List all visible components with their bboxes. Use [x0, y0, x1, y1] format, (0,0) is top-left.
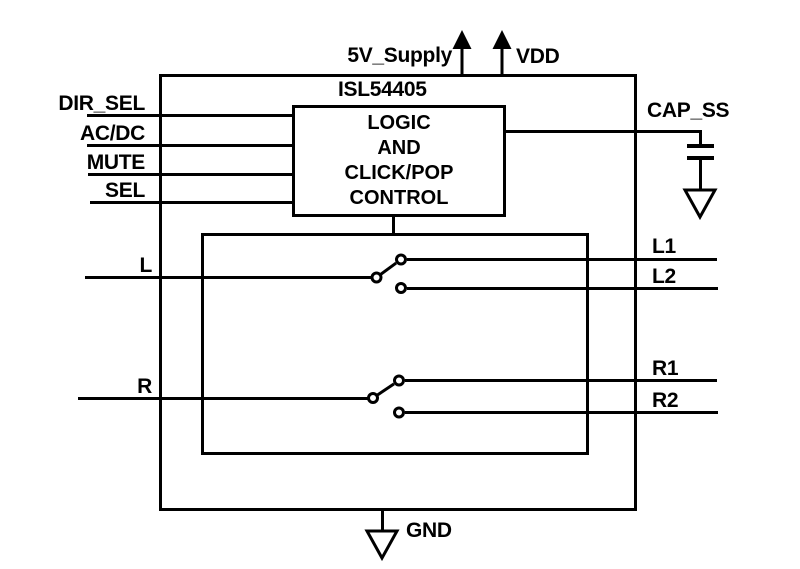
wire-mute — [88, 173, 292, 176]
capacitor-lead-top — [699, 131, 702, 146]
supply-label: 5V_Supply — [347, 44, 452, 67]
logic-block-line1: LOGIC — [367, 112, 431, 134]
logic-block-line3: CLICK/POP — [344, 162, 454, 184]
wire-logic-to-switchbox — [392, 215, 395, 233]
logic-block-box — [292, 105, 506, 217]
wire-r1 — [405, 379, 717, 382]
wire-sel — [90, 201, 292, 204]
vdd-label: VDD — [516, 45, 560, 68]
gnd-label: GND — [406, 519, 452, 542]
switch-matrix-box — [201, 233, 589, 455]
sel-label: SEL — [105, 179, 145, 202]
l2-label: L2 — [652, 265, 676, 288]
wire-cap-ss — [506, 130, 702, 133]
switch-l-icon — [370, 253, 407, 294]
r-input-label: R — [137, 375, 152, 398]
wire-l-input — [85, 276, 372, 279]
wire-dir-sel — [87, 114, 292, 117]
chip-title: ISL54405 — [338, 78, 427, 101]
supply-arrow-icon — [452, 30, 472, 76]
mute-label: MUTE — [86, 151, 146, 174]
ac-dc-label: AC/DC — [80, 122, 145, 145]
capacitor-plate-top — [687, 144, 714, 148]
switch-r-icon — [367, 374, 405, 419]
l-input-label: L — [139, 254, 152, 277]
cap-ss-label: CAP_SS — [647, 99, 730, 122]
r1-label: R1 — [652, 357, 679, 380]
wire-r-input — [78, 397, 368, 400]
vdd-arrow-icon — [492, 30, 512, 76]
dir-sel-label: DIR_SEL — [58, 92, 145, 115]
logic-block-label: LOGIC AND CLICK/POP CONTROL — [292, 105, 506, 217]
wire-l1 — [407, 258, 717, 261]
logic-block-line4: CONTROL — [349, 187, 449, 209]
logic-block-line2: AND — [377, 137, 421, 159]
chip-outline — [159, 74, 637, 511]
wire-l2 — [407, 287, 718, 290]
wire-gnd-stem — [381, 509, 384, 531]
l1-label: L1 — [652, 235, 676, 258]
r2-label: R2 — [652, 389, 679, 412]
wire-r2 — [405, 411, 718, 414]
capacitor-lead-bottom — [699, 160, 702, 190]
capacitor-plate-bottom — [687, 156, 714, 160]
wire-ac-dc — [87, 144, 292, 147]
cap-ground-symbol-icon — [682, 188, 718, 221]
gnd-symbol-icon — [364, 529, 400, 562]
